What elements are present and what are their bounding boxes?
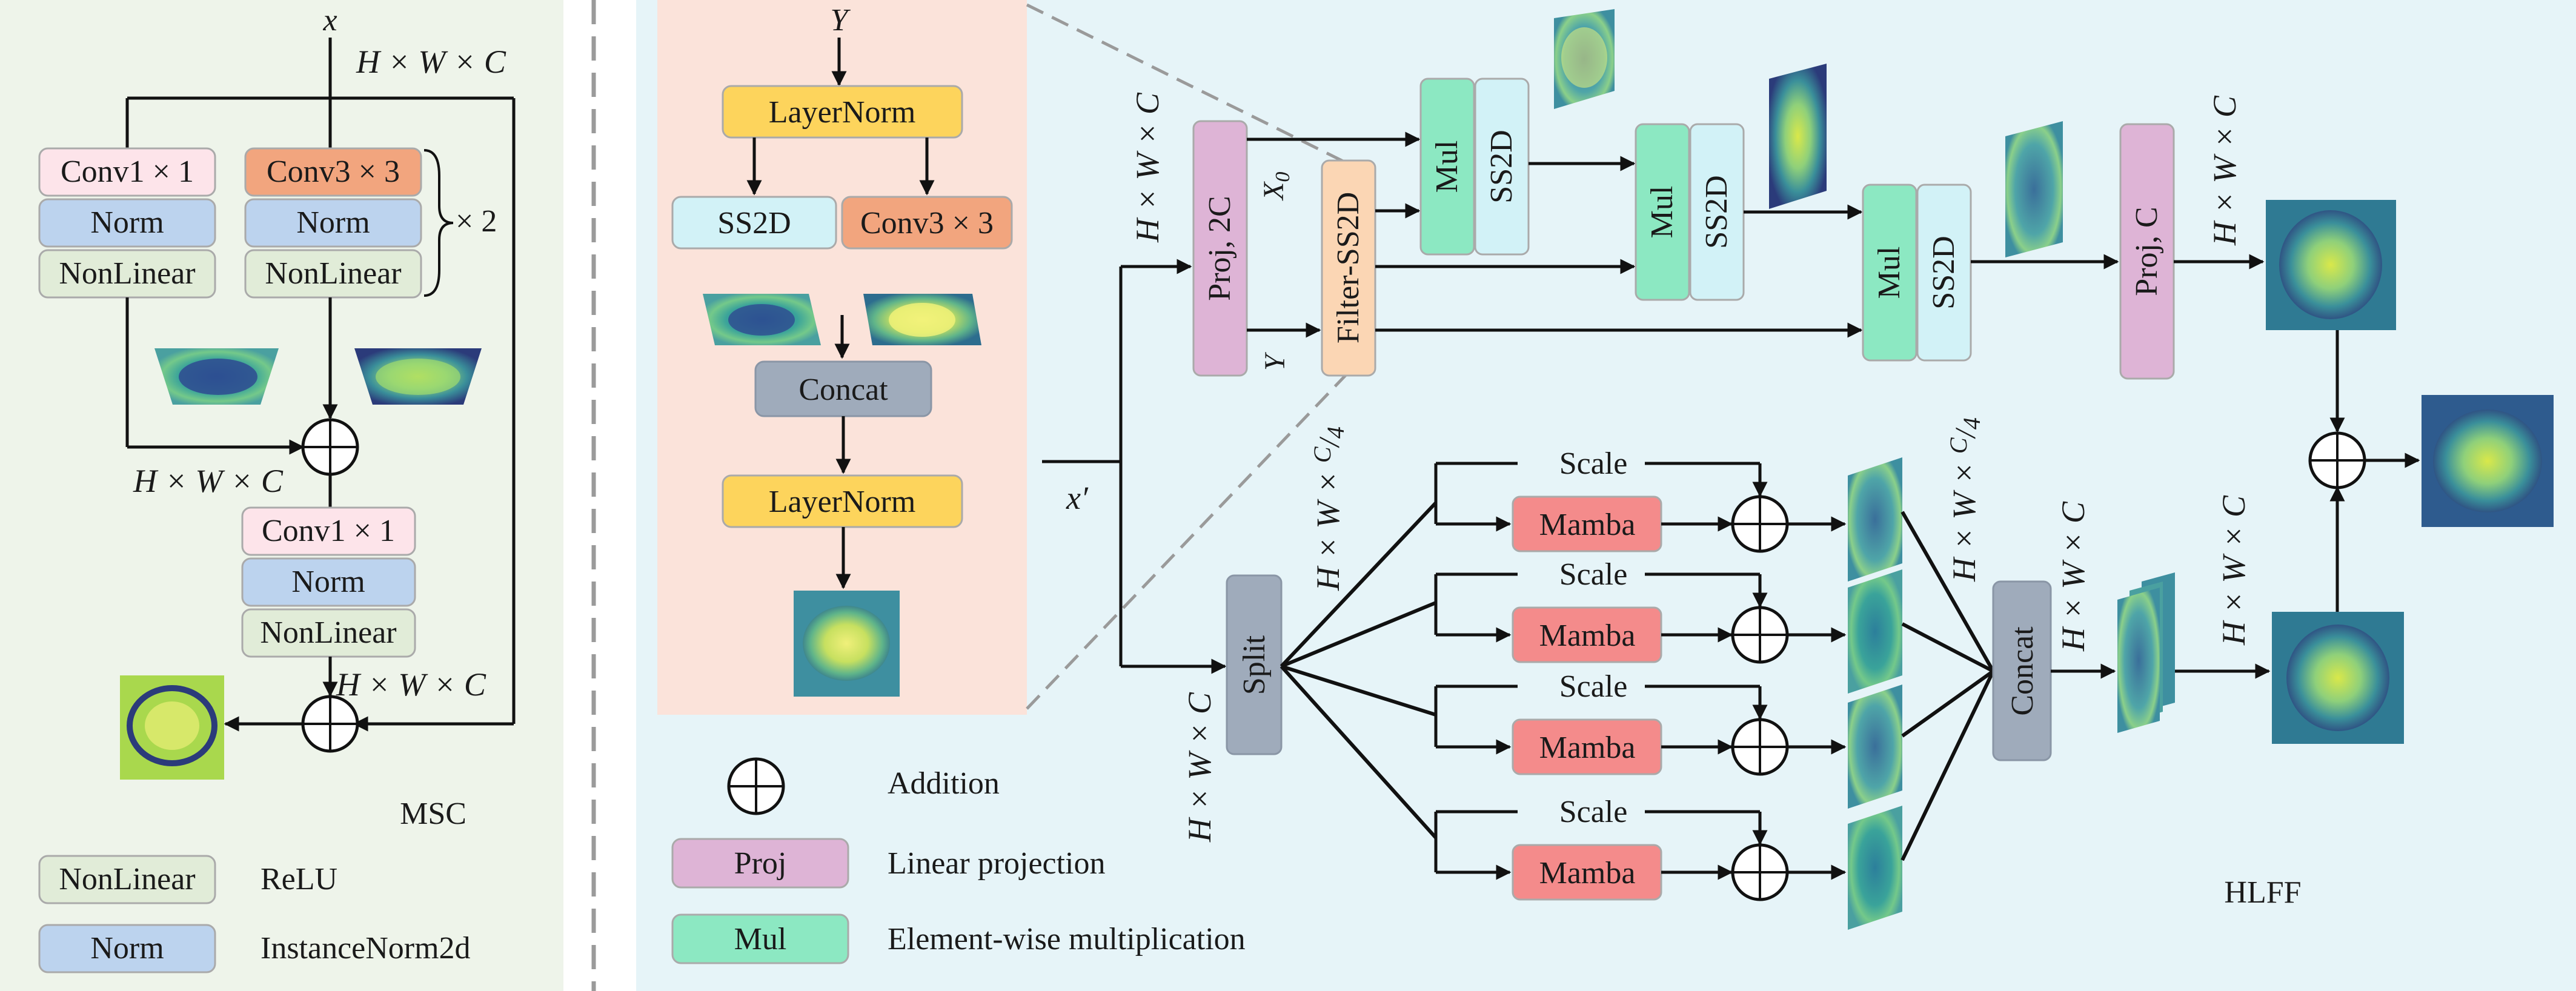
zoom-guide-top	[1026, 3, 1355, 168]
hlff-input-label: x′	[1066, 480, 1089, 516]
svg-text:Mamba: Mamba	[1539, 731, 1636, 765]
svg-text:NonLinear: NonLinear	[59, 256, 195, 291]
svg-text:Mamba: Mamba	[1539, 856, 1636, 890]
msc-norm-block-left	[38, 198, 216, 248]
msc-conv3-block	[244, 147, 422, 197]
msc-norm-block-right	[244, 198, 422, 248]
svg-text:Scale: Scale	[1559, 557, 1628, 592]
hlff-proj-in	[1192, 120, 1248, 377]
hlff-branch-4: Scale Mamba	[1434, 795, 1902, 930]
hlff-dim-lower-out: H × W × C	[2216, 495, 2252, 646]
svg-text:Mamba: Mamba	[1539, 618, 1636, 653]
legend-norm-swatch	[38, 924, 216, 973]
hlff-ss2d-1	[1474, 78, 1530, 256]
svg-text:Concat: Concat	[2005, 626, 2040, 716]
filter-ss2d-block	[671, 196, 837, 250]
msc-input-label: x	[322, 3, 337, 38]
svg-text:Mul: Mul	[1645, 186, 1679, 239]
hlff-mul-1	[1419, 78, 1475, 256]
svg-text:Scale: Scale	[1559, 795, 1628, 829]
hlff-mul-2	[1635, 123, 1690, 301]
msc-title: MSC	[400, 797, 466, 831]
svg-text:Mul: Mul	[1430, 141, 1464, 193]
hlff-dim-split: H × W × C/4	[1309, 426, 1349, 591]
msc-conv1-block	[38, 147, 216, 197]
hlff-branch-1: Scale Mamba	[1434, 446, 1902, 582]
svg-text:Concat: Concat	[798, 373, 888, 407]
svg-text:Norm: Norm	[90, 931, 164, 966]
svg-text:Mul: Mul	[734, 922, 787, 956]
bottom-legend: Addition Proj Linear projection Mul Elem…	[671, 757, 1246, 964]
svg-text:LayerNorm: LayerNorm	[769, 485, 916, 519]
filter-input-label: Y	[831, 3, 851, 38]
svg-text:SS2D: SS2D	[1699, 175, 1734, 248]
svg-text:SS2D: SS2D	[1927, 236, 1961, 309]
svg-text:Norm: Norm	[291, 565, 365, 599]
legend-proj-text: Linear projection	[888, 846, 1106, 881]
msc-dims-mid: H × W × C	[133, 463, 284, 499]
filter-conv3-block	[841, 196, 1013, 250]
hlff-branch-2: Scale Mamba	[1434, 557, 1902, 694]
svg-text:Norm: Norm	[90, 205, 164, 240]
zoom-guide-bottom	[1026, 365, 1355, 710]
svg-text:LayerNorm: LayerNorm	[769, 95, 916, 130]
legend-nonlinear-swatch	[38, 855, 216, 904]
hlff-dim-upper-out: H × W × C	[2206, 95, 2243, 246]
hlff-module: x′ H × W × C H × W × C Proj, 2C X0 Y Fil…	[1042, 9, 2554, 930]
legend-mul-swatch	[671, 913, 849, 964]
legend-proj-swatch	[671, 838, 849, 889]
legend-mul-text: Element-wise multiplication	[888, 922, 1246, 956]
svg-text:Proj: Proj	[734, 846, 787, 881]
svg-text:NonLinear: NonLinear	[260, 615, 396, 650]
svg-text:Filter-SS2D: Filter-SS2D	[1331, 192, 1366, 343]
svg-text:Proj, 2C: Proj, 2C	[1203, 196, 1237, 300]
hlff-x0-label: X0	[1258, 172, 1294, 201]
svg-text:Conv1 × 1: Conv1 × 1	[262, 514, 395, 548]
filter-ss2d-detail: Y LayerNorm SS2D Conv3 × 3 Concat LayerN…	[671, 3, 1013, 697]
svg-text:Mamba: Mamba	[1539, 508, 1636, 542]
legend-nonlinear-meaning: ReLU	[261, 862, 337, 897]
hlff-dim-upper-input: H × W × C	[1129, 92, 1166, 243]
hlff-stage-map-3	[2005, 121, 2063, 257]
svg-text:Conv1 × 1: Conv1 × 1	[61, 154, 194, 189]
svg-text:Split: Split	[1237, 635, 1272, 695]
repeat-brace	[423, 149, 454, 297]
svg-text:SS2D: SS2D	[1484, 130, 1519, 203]
svg-text:SS2D: SS2D	[717, 206, 791, 240]
hlff-branch-3: Scale Mamba	[1434, 669, 1902, 809]
msc-nonlinear-block-right	[244, 249, 422, 299]
msc-merge-conv1-block	[241, 506, 416, 556]
msc-module: x H × W × C Conv1 × 1 Norm NonLinear Con…	[38, 3, 516, 973]
svg-text:Mul: Mul	[1872, 247, 1907, 299]
svg-text:Scale: Scale	[1559, 669, 1628, 704]
legend-addition-text: Addition	[888, 766, 1000, 801]
legend-norm-meaning: InstanceNorm2d	[261, 931, 471, 966]
svg-text:NonLinear: NonLinear	[265, 256, 401, 291]
msc-dims-top: H × W × C	[356, 44, 506, 80]
hlff-title: HLFF	[2224, 875, 2301, 910]
filter-layernorm-top	[722, 85, 963, 139]
svg-text:Norm: Norm	[296, 205, 370, 240]
hlff-proj-out	[2119, 123, 2175, 380]
hlff-dim-concat-out: H × W × C	[2055, 501, 2091, 652]
hlff-ss2d-3	[1916, 184, 1972, 362]
hlff-mul-3	[1862, 184, 1917, 362]
hlff-dim-lower-input: H × W × C	[1181, 692, 1218, 843]
svg-text:NonLinear: NonLinear	[59, 862, 195, 897]
msc-merge-norm-block	[241, 557, 416, 607]
hlff-dim-concat-in: H × W × C/4	[1945, 417, 1985, 582]
hlff-stage-map-2	[1769, 64, 1827, 209]
svg-text:Conv3 × 3: Conv3 × 3	[860, 206, 994, 240]
hlff-y-label: Y	[1259, 352, 1291, 371]
repeat-label: × 2	[456, 204, 497, 239]
svg-text:Scale: Scale	[1559, 446, 1628, 481]
svg-text:Proj, C: Proj, C	[2130, 207, 2164, 296]
svg-text:Conv3 × 3: Conv3 × 3	[267, 154, 400, 189]
msc-dims-bot: H × W × C	[336, 666, 486, 703]
